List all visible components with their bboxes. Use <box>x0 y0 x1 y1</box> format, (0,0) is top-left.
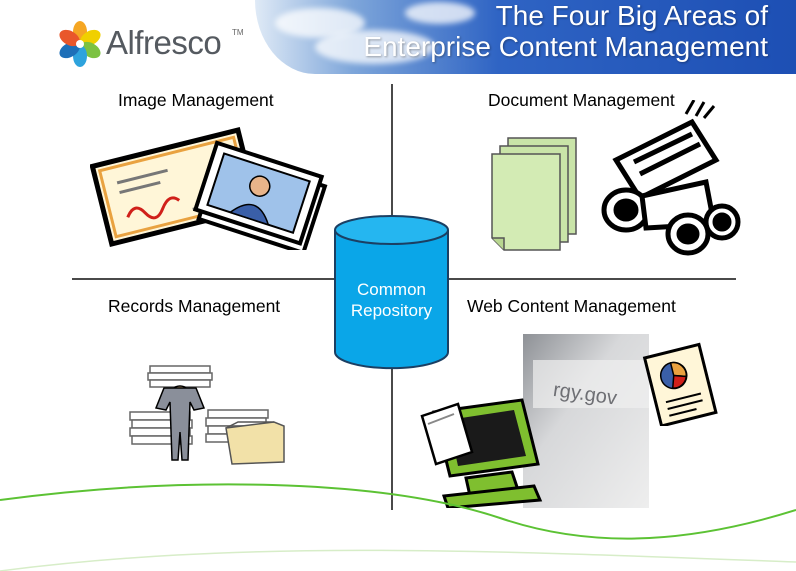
records-person-icon <box>128 362 293 466</box>
check-and-photos-icon: $ <box>90 110 350 250</box>
label-image-management: Image Management <box>118 90 274 111</box>
title-line-2: Enterprise Content Management <box>268 31 768 62</box>
label-web-content-management: Web Content Management <box>467 296 676 317</box>
rolled-documents-icon <box>596 100 742 262</box>
document-stack-icon <box>488 136 583 256</box>
label-records-management: Records Management <box>108 296 280 317</box>
alfresco-logo: Alfresco TM <box>56 18 256 70</box>
slide-title: The Four Big Areas of Enterprise Content… <box>268 0 768 62</box>
repository-label-line-2: Repository <box>333 300 450 321</box>
repository-label-line-1: Common <box>333 279 450 300</box>
repository-label: Common Repository <box>333 279 450 321</box>
title-line-1: The Four Big Areas of <box>268 0 768 31</box>
pie-chart-document-icon <box>642 342 720 426</box>
green-swoosh-decoration <box>0 470 796 571</box>
logo-trademark: TM <box>232 28 244 37</box>
logo-text: Alfresco <box>106 24 221 62</box>
flower-icon <box>56 18 104 70</box>
